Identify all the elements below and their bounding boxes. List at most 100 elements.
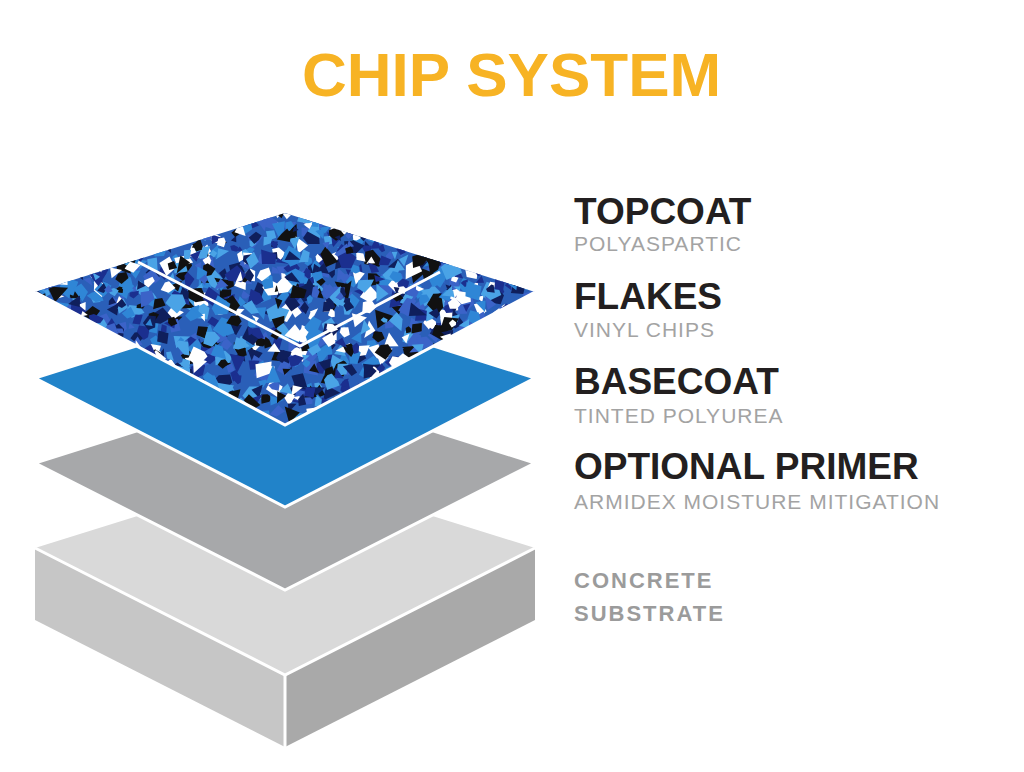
vinyl-chip xyxy=(453,353,458,360)
vinyl-chip xyxy=(233,375,242,385)
vinyl-chip xyxy=(343,209,357,224)
flake-edge xyxy=(35,292,535,425)
vinyl-chip xyxy=(324,366,334,376)
vinyl-chip xyxy=(525,243,535,255)
vinyl-chip xyxy=(502,348,508,355)
vinyl-chip xyxy=(68,339,75,346)
vinyl-chip xyxy=(499,233,511,244)
vinyl-chip xyxy=(83,277,92,286)
vinyl-chip xyxy=(72,374,84,388)
vinyl-chip xyxy=(42,363,53,373)
vinyl-chip xyxy=(429,248,440,256)
vinyl-chip xyxy=(452,375,464,388)
vinyl-chip xyxy=(435,377,455,395)
vinyl-chip xyxy=(74,246,88,259)
vinyl-chip xyxy=(46,403,65,419)
vinyl-chip xyxy=(510,412,519,420)
vinyl-chip xyxy=(203,332,220,347)
vinyl-chip xyxy=(236,204,253,221)
vinyl-chip xyxy=(456,218,468,233)
vinyl-chip xyxy=(472,252,481,264)
vinyl-chip xyxy=(499,266,512,278)
vinyl-chip xyxy=(453,286,460,291)
vinyl-chip xyxy=(67,371,83,386)
vinyl-chip xyxy=(441,263,462,280)
vinyl-chip xyxy=(55,401,64,408)
vinyl-chip xyxy=(129,403,139,411)
vinyl-chip xyxy=(363,364,375,375)
vinyl-chip xyxy=(372,408,390,426)
vinyl-chip xyxy=(399,406,410,417)
vinyl-chip xyxy=(103,402,115,413)
vinyl-chip xyxy=(492,386,502,396)
vinyl-chip xyxy=(225,265,247,282)
vinyl-chip xyxy=(58,266,71,278)
vinyl-chip xyxy=(474,417,496,430)
vinyl-chip xyxy=(177,213,191,229)
vinyl-chip xyxy=(371,393,379,403)
vinyl-chip xyxy=(277,360,290,376)
vinyl-chip xyxy=(469,222,481,233)
vinyl-chip xyxy=(520,309,531,319)
vinyl-chip xyxy=(355,228,364,233)
vinyl-chip xyxy=(368,262,379,273)
vinyl-chip xyxy=(504,375,513,386)
vinyl-chip xyxy=(316,278,325,286)
vinyl-chip xyxy=(361,212,369,224)
vinyl-chip xyxy=(31,314,41,322)
vinyl-chip xyxy=(227,415,235,422)
vinyl-chip xyxy=(531,355,537,361)
vinyl-chip xyxy=(183,381,192,391)
vinyl-chip xyxy=(408,370,418,377)
vinyl-chip xyxy=(365,410,376,419)
vinyl-chip xyxy=(218,217,227,225)
vinyl-chip xyxy=(524,258,539,274)
vinyl-chip xyxy=(104,379,116,392)
vinyl-chip xyxy=(112,229,121,238)
vinyl-chip xyxy=(167,229,178,242)
vinyl-chip xyxy=(101,392,110,399)
vinyl-chip xyxy=(78,399,86,409)
vinyl-chip xyxy=(133,362,140,368)
vinyl-chip xyxy=(49,332,69,351)
vinyl-chip xyxy=(188,389,198,403)
vinyl-chip xyxy=(486,402,492,408)
vinyl-chip xyxy=(48,375,62,390)
vinyl-chip xyxy=(356,400,368,412)
vinyl-chip xyxy=(150,233,160,250)
vinyl-chip xyxy=(478,347,488,356)
vinyl-chip xyxy=(387,217,403,232)
vinyl-chip xyxy=(103,412,112,422)
vinyl-chip xyxy=(352,343,359,354)
vinyl-chip xyxy=(150,225,167,239)
vinyl-chip xyxy=(514,259,525,273)
vinyl-chip xyxy=(482,400,490,406)
vinyl-chip xyxy=(476,276,485,283)
vinyl-chip xyxy=(366,257,375,264)
vinyl-chip xyxy=(91,225,110,244)
vinyl-chip xyxy=(177,402,191,415)
vinyl-chip xyxy=(379,244,385,252)
vinyl-chip xyxy=(166,214,182,229)
vinyl-chip xyxy=(498,210,503,217)
vinyl-chip xyxy=(137,402,144,408)
vinyl-chips xyxy=(28,201,547,434)
vinyl-chip xyxy=(346,269,351,275)
vinyl-chip xyxy=(531,222,538,234)
vinyl-chip xyxy=(335,368,344,379)
vinyl-chip xyxy=(496,333,503,339)
vinyl-chip xyxy=(166,352,174,361)
vinyl-chip xyxy=(320,410,330,423)
vinyl-chip xyxy=(488,382,498,400)
vinyl-chip xyxy=(299,249,310,262)
vinyl-chip xyxy=(132,402,139,412)
vinyl-chip xyxy=(137,389,150,399)
vinyl-chip xyxy=(28,317,40,330)
vinyl-chip xyxy=(218,359,229,369)
vinyl-chip xyxy=(159,237,170,249)
vinyl-chip xyxy=(120,215,135,230)
vinyl-chip xyxy=(93,386,109,401)
vinyl-chip xyxy=(337,413,357,432)
vinyl-chip xyxy=(472,258,483,267)
vinyl-chip xyxy=(45,304,61,321)
